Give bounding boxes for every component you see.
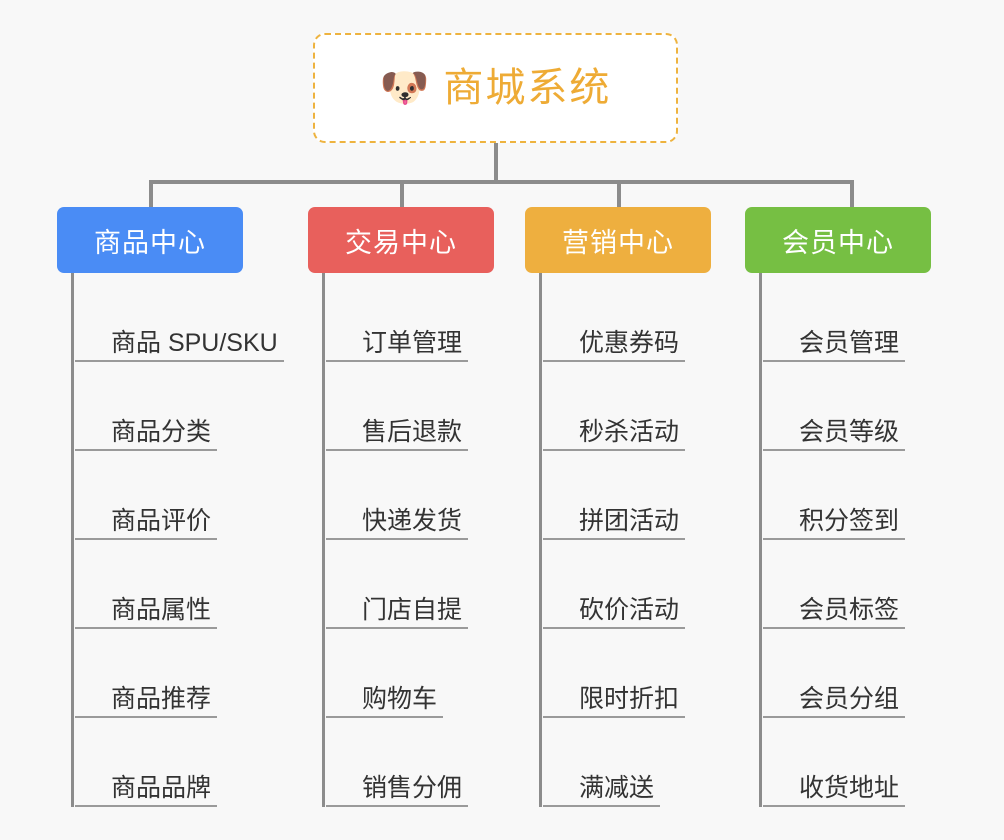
leaf-underline	[75, 627, 217, 629]
leaf-item[interactable]: 售后退款	[326, 362, 523, 451]
leaf-underline	[75, 538, 217, 540]
leaf-underline	[75, 716, 217, 718]
leaf-item[interactable]: 商品推荐	[75, 629, 287, 718]
leaf-label: 积分签到	[799, 506, 900, 535]
leaf-underline	[543, 538, 685, 540]
leaf-item[interactable]: 商品评价	[75, 451, 287, 540]
branch-columns: 商品中心 商品 SPU/SKU 商品分类 商品评价 商品属性	[0, 207, 1004, 840]
connector-drop-3	[617, 180, 621, 207]
leaf-item[interactable]: 订单管理	[326, 273, 523, 362]
category-header-1-label: 商品中心	[94, 227, 206, 258]
leaf-list-3: 优惠券码 秒杀活动 拼团活动 砍价活动 限时折扣	[539, 273, 740, 807]
leaf-item[interactable]: 快递发货	[326, 451, 523, 540]
leaf-item[interactable]: 会员管理	[763, 273, 960, 362]
leaf-underline	[763, 538, 905, 540]
leaf-label: 砍价活动	[579, 595, 680, 624]
leaf-underline	[326, 449, 468, 451]
leaf-underline	[326, 360, 468, 362]
category-header-3-label: 营销中心	[562, 227, 674, 258]
leaf-item[interactable]: 商品 SPU/SKU	[75, 273, 287, 362]
leaf-underline	[763, 360, 905, 362]
leaf-label: 商品评价	[111, 506, 212, 535]
leaf-underline	[326, 538, 468, 540]
leaf-list-4: 会员管理 会员等级 积分签到 会员标签 会员分组	[759, 273, 960, 807]
leaf-list-1: 商品 SPU/SKU 商品分类 商品评价 商品属性 商品推荐	[71, 273, 287, 807]
leaf-item[interactable]: 商品分类	[75, 362, 287, 451]
leaf-item[interactable]: 会员标签	[763, 540, 960, 629]
leaf-label: 优惠券码	[579, 328, 680, 357]
leaf-label: 门店自提	[362, 595, 463, 624]
leaf-underline	[543, 627, 685, 629]
leaf-underline	[75, 449, 217, 451]
leaf-item[interactable]: 门店自提	[326, 540, 523, 629]
leaf-label: 收货地址	[799, 773, 900, 802]
leaf-list-2: 订单管理 售后退款 快递发货 门店自提 购物车	[322, 273, 523, 807]
leaf-label: 快递发货	[362, 506, 463, 535]
leaf-item[interactable]: 会员等级	[763, 362, 960, 451]
leaf-underline	[326, 805, 468, 807]
leaf-label: 商品推荐	[111, 684, 212, 713]
branch-column-3: 营销中心 优惠券码 秒杀活动 拼团活动 砍价活动	[525, 207, 740, 807]
leaf-item[interactable]: 限时折扣	[543, 629, 740, 718]
dog-face-icon: 🐶	[379, 66, 430, 110]
leaf-label: 商品分类	[111, 417, 212, 446]
leaf-item[interactable]: 会员分组	[763, 629, 960, 718]
branch-column-1: 商品中心 商品 SPU/SKU 商品分类 商品评价 商品属性	[57, 207, 287, 807]
root-title: 商城系统	[443, 66, 612, 110]
category-header-4-label: 会员中心	[782, 227, 894, 258]
leaf-label: 购物车	[362, 684, 438, 713]
leaf-label: 秒杀活动	[579, 417, 680, 446]
connector-drop-1	[149, 180, 153, 207]
leaf-underline	[326, 716, 443, 718]
leaf-item[interactable]: 积分签到	[763, 451, 960, 540]
category-header-4[interactable]: 会员中心	[745, 207, 931, 273]
leaf-underline	[75, 360, 284, 362]
branch-column-2: 交易中心 订单管理 售后退款 快递发货 门店自提	[308, 207, 523, 807]
leaf-item[interactable]: 销售分佣	[326, 718, 523, 807]
leaf-item[interactable]: 收货地址	[763, 718, 960, 807]
leaf-label: 拼团活动	[579, 506, 680, 535]
leaf-underline	[543, 805, 660, 807]
leaf-underline	[543, 716, 685, 718]
category-header-1[interactable]: 商品中心	[57, 207, 243, 273]
leaf-label: 满减送	[579, 773, 655, 802]
leaf-item[interactable]: 拼团活动	[543, 451, 740, 540]
leaf-item[interactable]: 优惠券码	[543, 273, 740, 362]
leaf-label: 订单管理	[362, 328, 463, 357]
leaf-label: 销售分佣	[362, 773, 463, 802]
leaf-underline	[763, 716, 905, 718]
leaf-underline	[543, 449, 685, 451]
connector-horizontal-bus	[149, 180, 854, 184]
leaf-underline	[326, 627, 468, 629]
leaf-item[interactable]: 商品属性	[75, 540, 287, 629]
connector-drop-2	[400, 180, 404, 207]
leaf-label: 商品属性	[111, 595, 212, 624]
leaf-item[interactable]: 秒杀活动	[543, 362, 740, 451]
leaf-item[interactable]: 满减送	[543, 718, 740, 807]
connector-root-stem	[494, 143, 498, 183]
leaf-label: 售后退款	[362, 417, 463, 446]
leaf-underline	[763, 449, 905, 451]
leaf-label: 会员分组	[799, 684, 900, 713]
leaf-label: 会员等级	[799, 417, 900, 446]
leaf-underline	[75, 805, 217, 807]
leaf-underline	[543, 360, 685, 362]
category-header-3[interactable]: 营销中心	[525, 207, 711, 273]
leaf-label: 商品品牌	[111, 773, 212, 802]
leaf-item[interactable]: 购物车	[326, 629, 523, 718]
leaf-label: 商品 SPU/SKU	[111, 328, 278, 357]
category-header-2-label: 交易中心	[345, 227, 457, 258]
leaf-label: 会员管理	[799, 328, 900, 357]
leaf-item[interactable]: 商品品牌	[75, 718, 287, 807]
leaf-underline	[763, 627, 905, 629]
leaf-item[interactable]: 砍价活动	[543, 540, 740, 629]
leaf-label: 会员标签	[799, 595, 900, 624]
leaf-underline	[763, 805, 905, 807]
connector-drop-4	[850, 180, 854, 207]
root-node[interactable]: 🐶 商城系统	[313, 33, 678, 143]
category-header-2[interactable]: 交易中心	[308, 207, 494, 273]
leaf-label: 限时折扣	[579, 684, 680, 713]
branch-column-4: 会员中心 会员管理 会员等级 积分签到 会员标签	[745, 207, 960, 807]
